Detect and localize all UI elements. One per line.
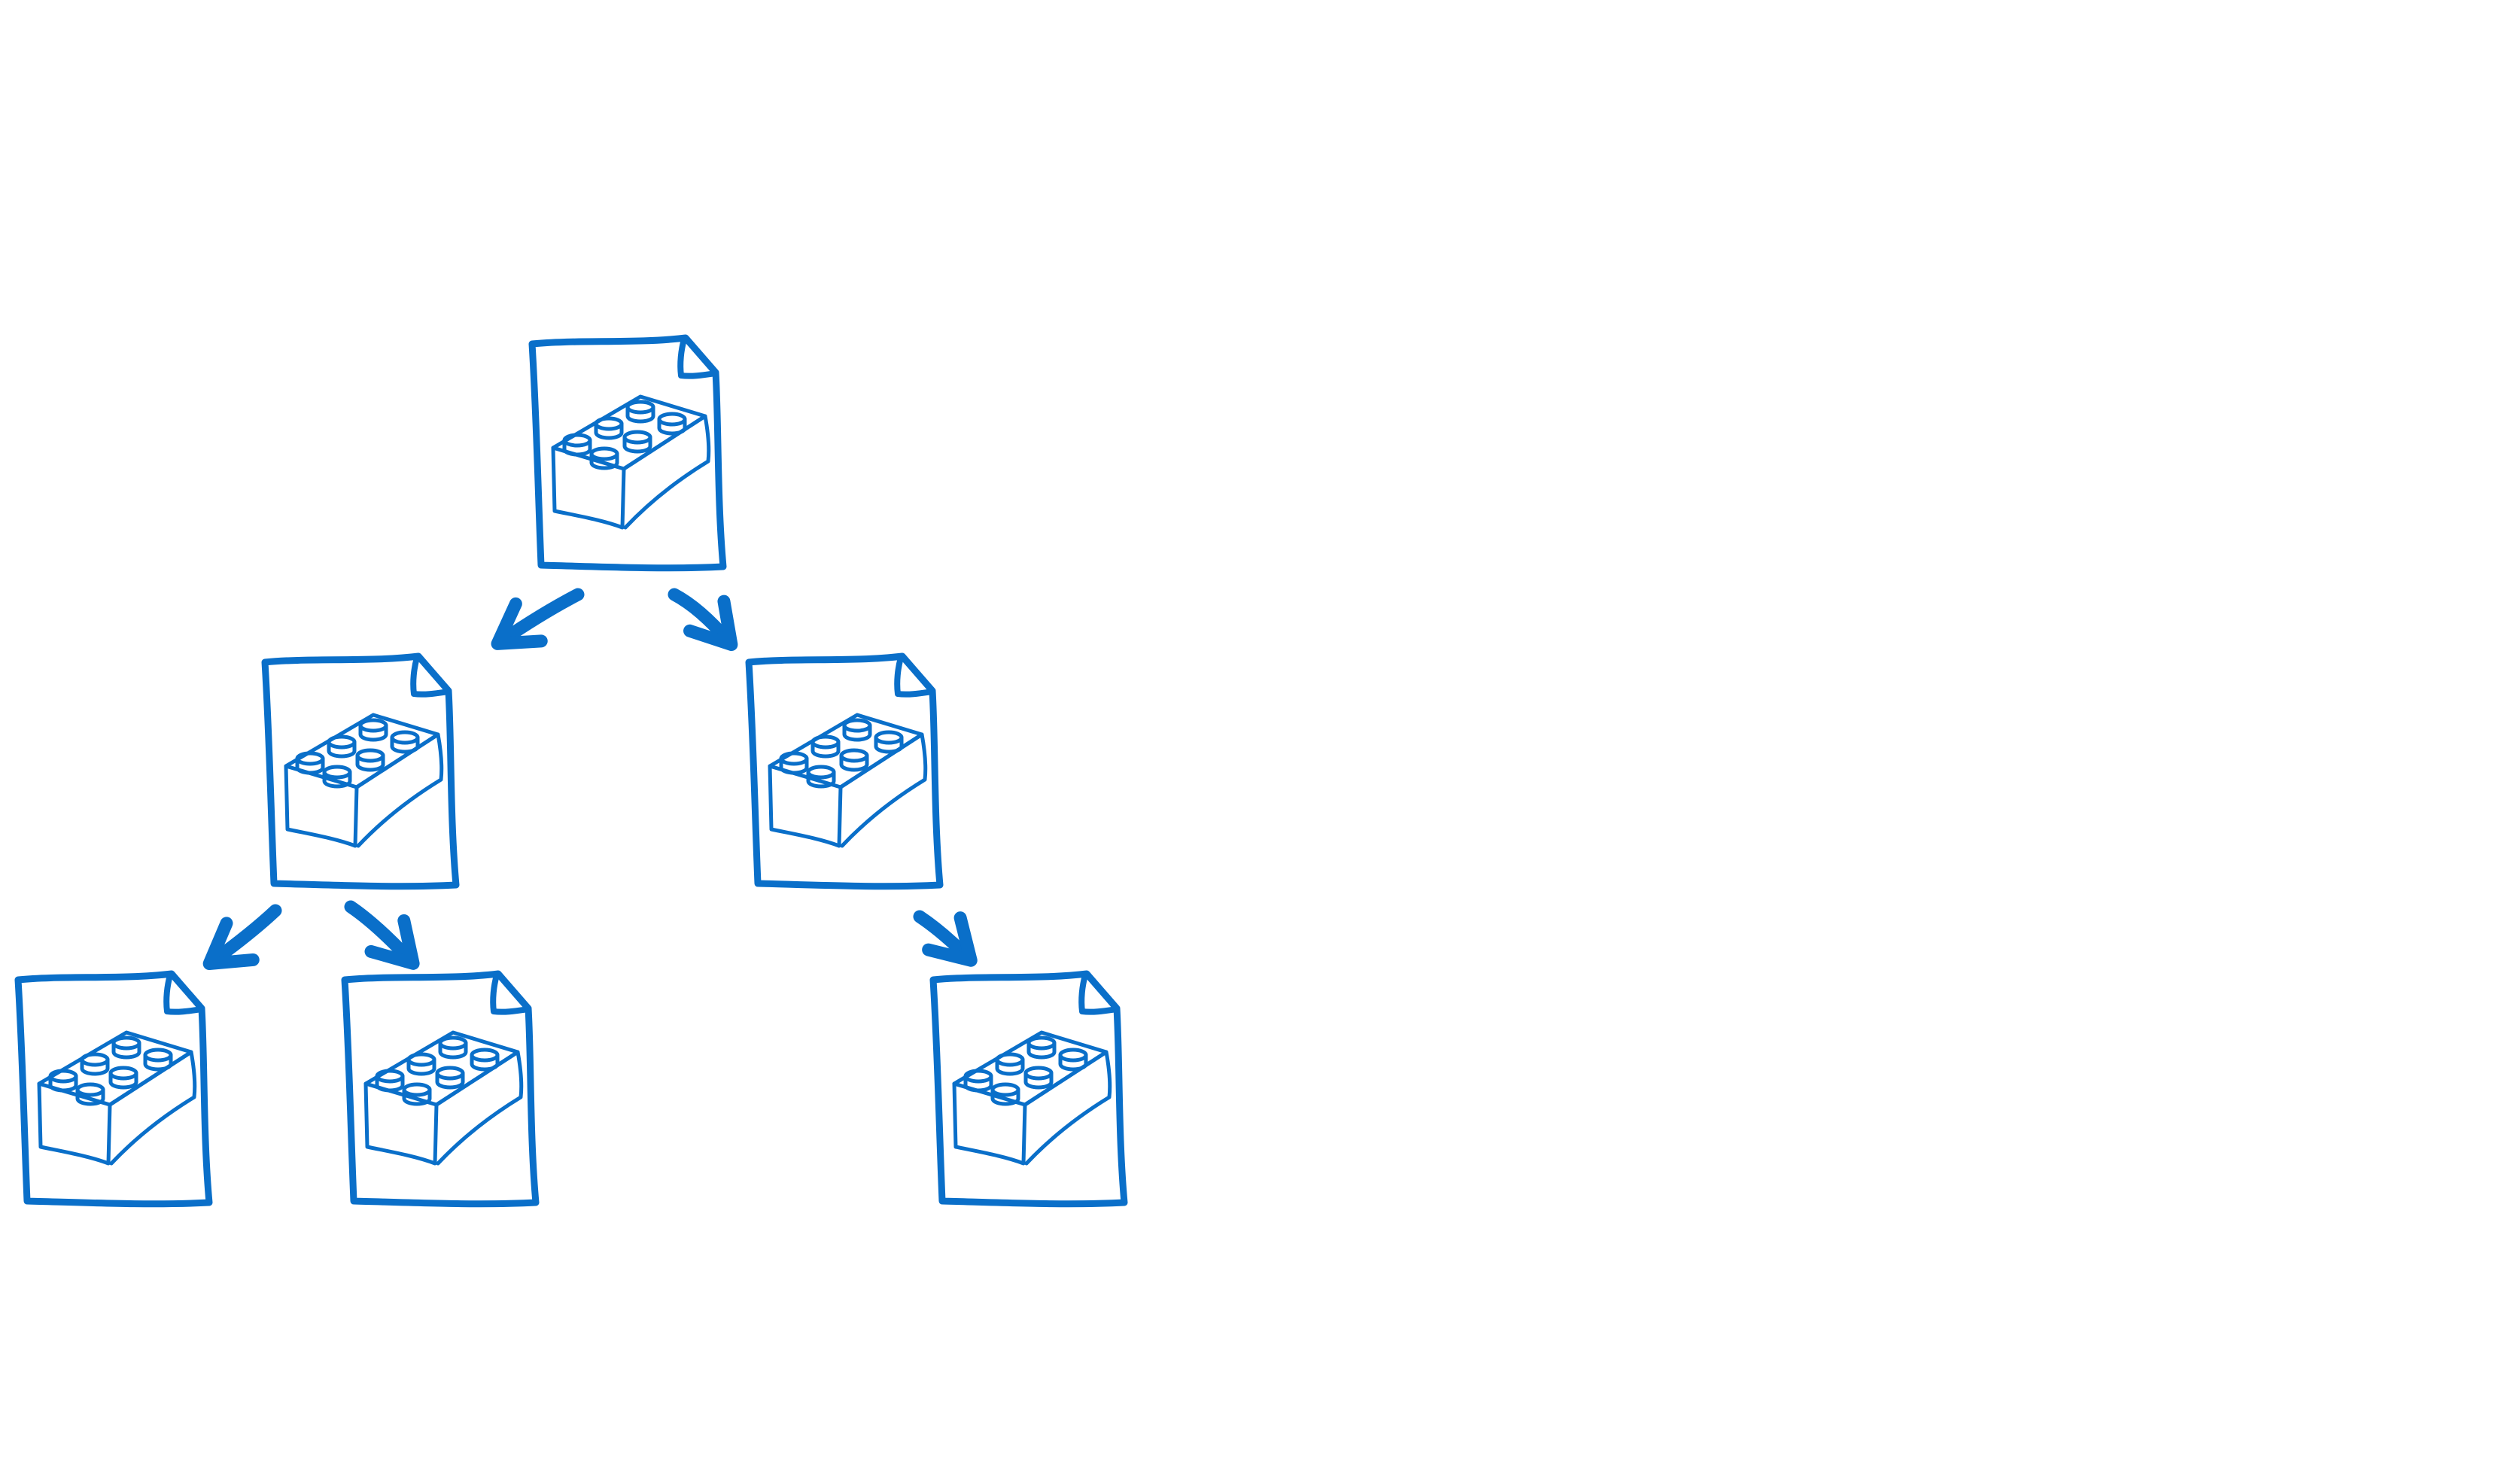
document-lego-brick-icon (749, 656, 940, 886)
arrow-root-to-child-right (668, 588, 738, 652)
document-lego-brick-icon (18, 974, 209, 1204)
arrow-child-left-to-grandchild-left-2 (344, 900, 420, 970)
document-lego-brick-icon (265, 656, 456, 886)
nodes-layer (18, 338, 1124, 1204)
node-child-left (265, 656, 456, 886)
document-lego-brick-icon (933, 974, 1124, 1204)
node-root (532, 338, 723, 568)
node-grandchild-right-1 (933, 974, 1124, 1204)
arrow-child-left-to-grandchild-left-1 (202, 904, 282, 971)
node-child-right (749, 656, 940, 886)
document-lego-brick-icon (532, 338, 723, 568)
node-grandchild-left-1 (18, 974, 209, 1204)
document-lego-brick-icon (345, 974, 536, 1204)
edges-layer (202, 588, 978, 971)
arrow-root-to-child-left (491, 588, 585, 650)
node-grandchild-left-2 (345, 974, 536, 1204)
arrow-child-right-to-grandchild-right-1 (913, 910, 978, 967)
